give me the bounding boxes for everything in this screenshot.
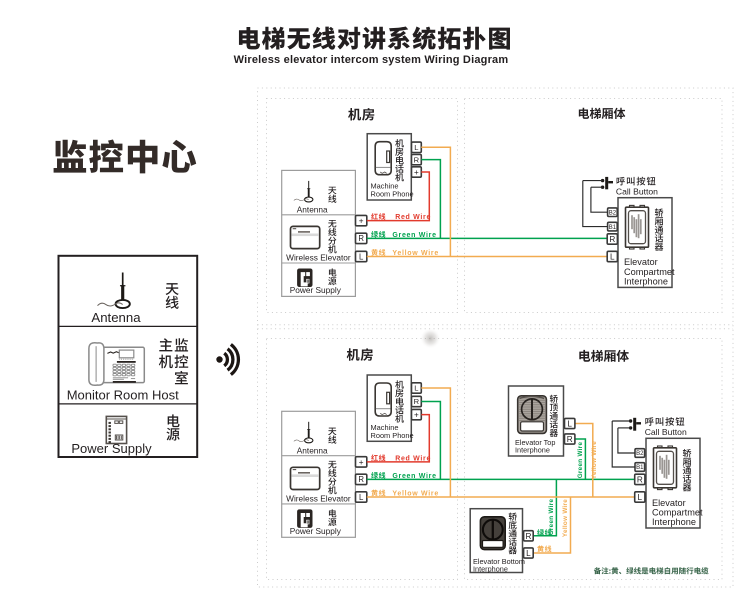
- svg-text:+: +: [414, 168, 419, 177]
- svg-text:R: R: [525, 532, 531, 541]
- svg-text:R: R: [609, 235, 615, 244]
- svg-text:Power Supply: Power Supply: [290, 285, 342, 295]
- svg-text:Compartmet: Compartmet: [652, 508, 703, 518]
- svg-text:B2: B2: [609, 210, 617, 216]
- svg-text:Red Wire: Red Wire: [395, 456, 431, 463]
- svg-text:Yellow Wire: Yellow Wire: [392, 250, 439, 257]
- svg-text:Elevator: Elevator: [652, 498, 686, 508]
- svg-text:Antenna: Antenna: [91, 310, 141, 325]
- svg-text:Elevator: Elevator: [624, 257, 658, 267]
- svg-text:R: R: [358, 234, 364, 243]
- svg-text:Antenna: Antenna: [297, 446, 328, 456]
- svg-text:+: +: [414, 411, 419, 420]
- svg-text:L: L: [610, 252, 615, 261]
- svg-text:Machine: Machine: [371, 182, 399, 191]
- svg-text:L: L: [414, 384, 418, 393]
- svg-text:B1: B1: [636, 465, 644, 471]
- svg-text:Green Wire: Green Wire: [577, 442, 584, 479]
- svg-text:Room Phone: Room Phone: [371, 190, 414, 199]
- svg-text:R: R: [567, 435, 573, 444]
- svg-text:R: R: [358, 475, 364, 484]
- svg-text:Call Button: Call Button: [645, 427, 687, 437]
- svg-text:L: L: [567, 419, 572, 428]
- svg-text:B1: B1: [609, 225, 617, 231]
- svg-text:Interphone: Interphone: [624, 277, 668, 287]
- svg-text:Monitor Room Host: Monitor Room Host: [67, 387, 179, 402]
- svg-text:R: R: [414, 155, 420, 164]
- svg-text:Compartmet: Compartmet: [624, 267, 675, 277]
- svg-text:Elevator Bottom: Elevator Bottom: [473, 557, 525, 566]
- svg-text:Antenna: Antenna: [297, 205, 328, 215]
- svg-text:+: +: [359, 458, 364, 467]
- svg-text:Call Button: Call Button: [616, 187, 658, 197]
- svg-text:Power Supply: Power Supply: [71, 441, 152, 456]
- svg-text:Red Wire: Red Wire: [395, 214, 431, 221]
- svg-text:Interphone: Interphone: [652, 517, 696, 527]
- svg-text:Yellow Wire: Yellow Wire: [392, 491, 439, 498]
- svg-text:Green Wire: Green Wire: [392, 473, 436, 480]
- svg-text:Green Wire: Green Wire: [392, 232, 436, 239]
- svg-text:Elevator Top: Elevator Top: [515, 438, 555, 447]
- svg-text:L: L: [526, 549, 531, 558]
- svg-text:Machine: Machine: [371, 423, 399, 432]
- svg-text:Wireless Elevator: Wireless Elevator: [286, 252, 351, 262]
- svg-text:Wireless elevator intercom sys: Wireless elevator intercom system Wiring…: [234, 54, 509, 66]
- svg-text:B2: B2: [636, 451, 644, 457]
- svg-text:R: R: [637, 475, 643, 484]
- svg-text:L: L: [359, 252, 364, 261]
- svg-text:Interphone: Interphone: [473, 565, 508, 574]
- svg-text:+: +: [359, 217, 364, 226]
- svg-text:Green Wire: Green Wire: [548, 499, 555, 536]
- svg-text:L: L: [638, 493, 643, 502]
- svg-text:R: R: [414, 397, 420, 406]
- svg-text:L: L: [359, 493, 364, 502]
- svg-text:Room Phone: Room Phone: [371, 431, 414, 440]
- svg-text:Yellow Wire: Yellow Wire: [591, 441, 598, 479]
- svg-text:Interphone: Interphone: [515, 445, 550, 454]
- svg-text:Wireless Elevator: Wireless Elevator: [286, 493, 351, 503]
- svg-text:Power Supply: Power Supply: [290, 526, 342, 536]
- svg-text:Yellow Wire: Yellow Wire: [562, 499, 569, 537]
- svg-text:L: L: [414, 143, 418, 152]
